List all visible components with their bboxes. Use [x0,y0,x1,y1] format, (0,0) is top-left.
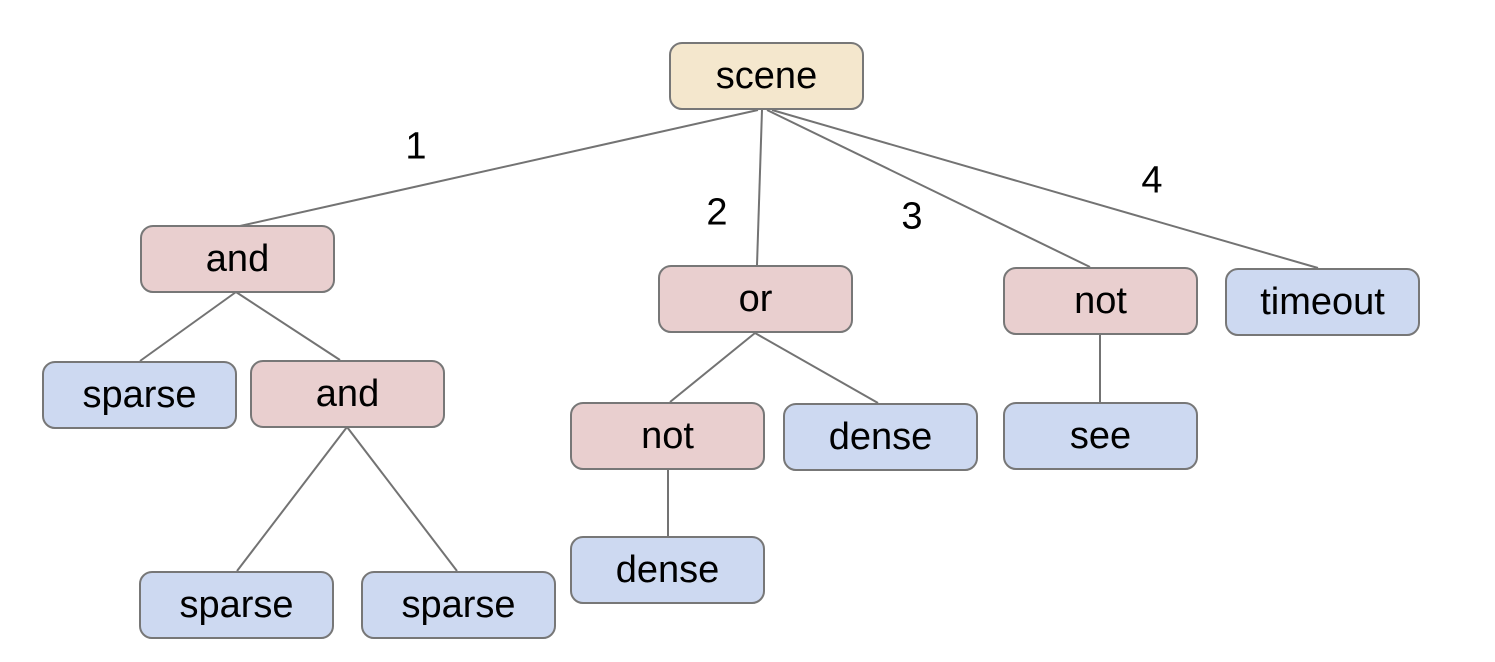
edge-and-sparse [139,291,237,362]
edge-or-dense [754,332,879,404]
node-dense-2: dense [570,536,765,604]
edge-scene-and [239,109,759,227]
node-or: or [658,265,853,333]
node-sparse-2: sparse [139,571,334,639]
node-sparse-1: sparse [42,361,237,429]
node-not-2: not [1003,267,1198,335]
node-timeout: timeout [1225,268,1420,336]
edge-label-1: 1 [405,125,427,168]
edge-label-4: 4 [1141,159,1163,202]
edge-label-2: 2 [706,191,728,234]
node-and-1: and [140,225,335,293]
node-scene: scene [669,42,864,110]
edge-or-not [669,332,756,403]
edge-and2-sparse2 [236,426,348,572]
node-and-2: and [250,360,445,428]
edge-and-and [235,291,341,361]
edge-scene-timeout [771,109,1319,269]
edge-scene-not [766,109,1091,268]
node-see: see [1003,402,1198,470]
node-not-1: not [570,402,765,470]
edge-label-3: 3 [901,195,923,238]
edge-scene-or [756,109,763,266]
node-sparse-3: sparse [361,571,556,639]
node-dense-1: dense [783,403,978,471]
edge-and2-sparse3 [346,426,458,572]
